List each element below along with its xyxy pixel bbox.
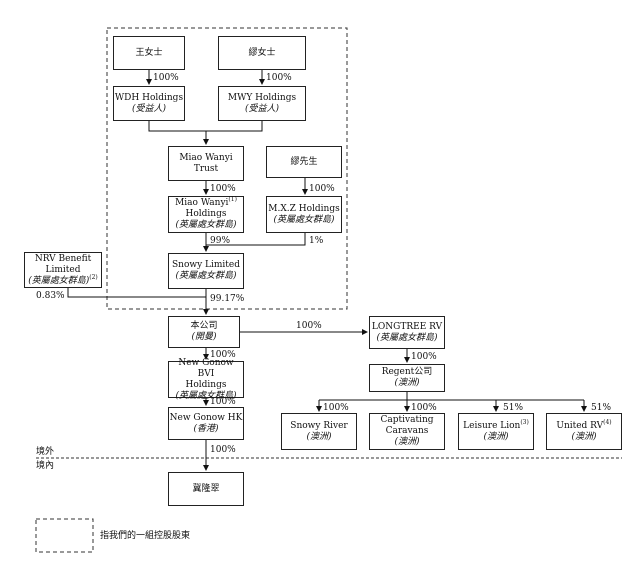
onshore-label: 境內 (36, 461, 55, 471)
pct-wang-wdh: 100% (153, 73, 179, 83)
node-jiyu: 冀隆翠 (168, 472, 244, 506)
node-wdh-holdings: WDH Holdings (受益人) (113, 86, 185, 121)
pct-regent-leisure: 51% (503, 403, 524, 413)
node-snowy-limited: Snowy Limited (英屬處女群島) (168, 253, 244, 289)
pct-regent-captivating: 100% (411, 403, 437, 413)
pct-mwh-snowy: 99% (210, 236, 231, 246)
pct-company-longtree: 100% (296, 321, 322, 331)
node-wang: 王女士 (113, 36, 185, 70)
node-mxz-holdings: M.X.Z Holdings (英屬處女群島) (266, 196, 342, 233)
node-regent: Regent公司 (澳洲) (369, 364, 445, 392)
legend-dashed-box (35, 518, 94, 553)
node-miao-wanyi-trust: Miao Wanyi Trust (168, 146, 244, 181)
pct-nrv-snowy: 0.83% (36, 291, 65, 301)
node-miao-wanyi-holdings: Miao Wanyi(1) Holdings (英屬處女群島) (168, 196, 244, 233)
controlling-group-boundary (106, 27, 348, 310)
node-leisure-lion: Leisure Lion(3) (澳洲) (458, 413, 534, 450)
node-united-rv: United RV(4) (澳洲) (546, 413, 622, 450)
node-captivating-caravans: Captivating Caravans (澳洲) (369, 413, 445, 450)
node-mwy-holdings: MWY Holdings (受益人) (218, 86, 306, 121)
node-nrv-benefit: NRV Benefit Limited (英屬處女群島)(2) (24, 252, 102, 288)
pct-regent-snowy-river: 100% (323, 403, 349, 413)
pct-mxz-snowy: 1% (309, 236, 324, 246)
node-longtree-rv: LONGTREE RV (英屬處女群島) (369, 316, 445, 349)
offshore-label: 境外 (36, 447, 55, 457)
pct-regent-united: 51% (591, 403, 612, 413)
node-miao-ms: 繆女士 (218, 36, 306, 70)
pct-longtree-regent: 100% (411, 352, 437, 362)
pct-trust-mwh: 100% (210, 184, 236, 194)
pct-miao-mwy: 100% (266, 73, 292, 83)
pct-mr-mxz: 100% (309, 184, 335, 194)
pct-hk-jiyu: 100% (210, 445, 236, 455)
pct-snowy-company: 99.17% (210, 294, 245, 304)
pct-company-bvi: 100% (210, 350, 236, 360)
pct-bvi-hk: 100% (210, 397, 236, 407)
node-snowy-river: Snowy River (澳洲) (281, 413, 357, 450)
node-miao-mr: 繆先生 (266, 146, 342, 178)
node-new-gonow-bvi: New Gonow BVI Holdings (英屬處女群島) (168, 358, 244, 401)
node-company: 本公司 (開曼) (168, 316, 240, 348)
node-new-gonow-hk: New Gonow HK (香港) (168, 407, 244, 440)
legend-label: 指我們的一組控股股東 (100, 531, 191, 541)
